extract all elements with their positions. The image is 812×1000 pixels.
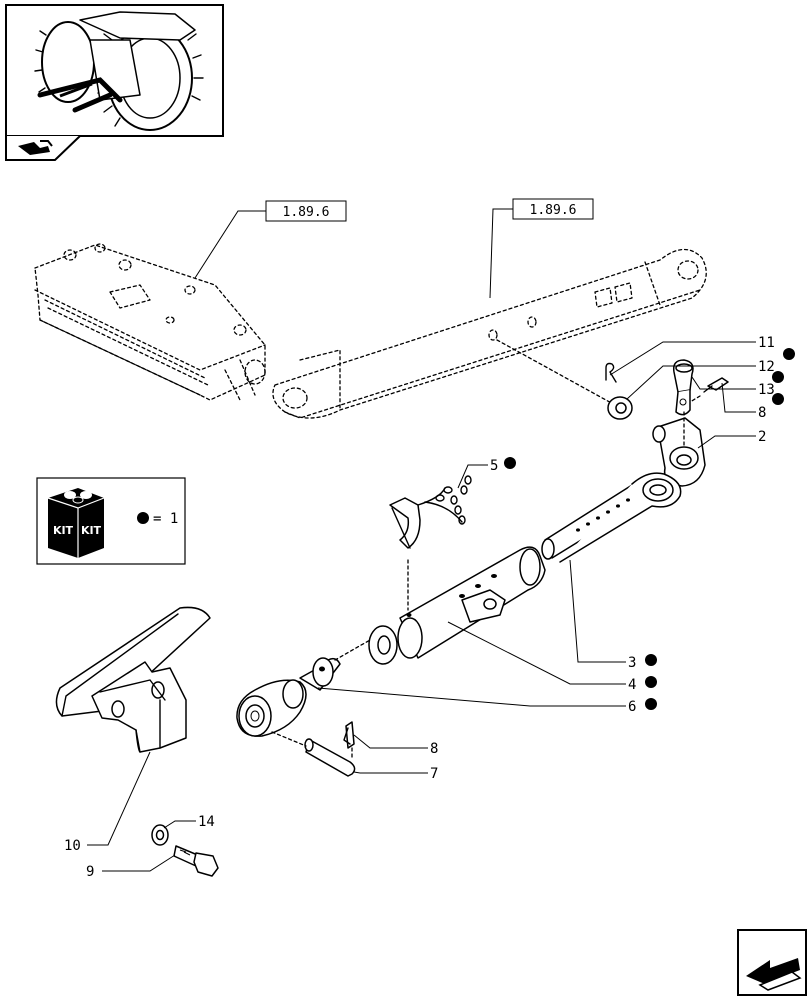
lower-link-arm-outline xyxy=(272,248,707,419)
thumbnail-tractor xyxy=(34,11,204,131)
callout-8-top[interactable]: 8 xyxy=(758,405,766,421)
kit-dot-4 xyxy=(645,676,657,688)
kit-dot-6 xyxy=(645,698,657,710)
assembly-center-line xyxy=(496,339,616,406)
part-9-bolt xyxy=(173,845,219,877)
kit-badge-left: KIT xyxy=(53,524,74,537)
kit-legend-dot xyxy=(137,512,149,524)
part-14-washer xyxy=(151,824,169,846)
callout-6[interactable]: 6 xyxy=(628,699,636,715)
reference-label-arm: 1.89.6 xyxy=(530,203,577,218)
callout-7[interactable]: 7 xyxy=(430,766,438,782)
part-3-turnbuckle-rod xyxy=(541,472,682,563)
part-4-tube xyxy=(368,546,546,665)
callout-5[interactable]: 5 xyxy=(490,458,498,474)
callout-10[interactable]: 10 xyxy=(64,838,81,854)
kit-dot-3 xyxy=(645,654,657,666)
kit-dot-13 xyxy=(783,348,795,360)
thumbnail-view[interactable] xyxy=(5,4,224,161)
book-arrow-icon xyxy=(18,140,53,155)
callout-14[interactable]: 14 xyxy=(198,814,215,830)
kit-legend: KIT KIT = 1 xyxy=(36,477,186,565)
callout-labels: 11 12 13 8 2 5 3 4 6 8 7 14 10 9 xyxy=(64,335,775,880)
callout-12[interactable]: 12 xyxy=(758,359,775,375)
kit-badge-right: KIT xyxy=(81,524,102,537)
callout-9[interactable]: 9 xyxy=(86,864,94,880)
part-6-ball-end xyxy=(236,639,371,737)
kit-indicator-dots xyxy=(504,348,795,710)
part-2-clevis xyxy=(652,411,706,487)
kit-dot-2 xyxy=(772,393,784,405)
previous-page-arrow-icon[interactable] xyxy=(737,929,807,996)
part-8-clip-bottom xyxy=(343,721,355,761)
callout-13[interactable]: 13 xyxy=(758,382,775,398)
kit-dot-5 xyxy=(504,457,516,469)
part-13-pin xyxy=(672,359,694,416)
reference-box-frame[interactable]: 1.89.6 xyxy=(194,200,347,279)
rear-frame-outline xyxy=(34,243,266,401)
callout-11[interactable]: 11 xyxy=(758,335,775,351)
part-10-bracket xyxy=(55,606,211,753)
part-7-pin xyxy=(271,731,356,777)
part-12-washer xyxy=(607,396,633,420)
callout-4[interactable]: 4 xyxy=(628,677,636,693)
reference-label-frame: 1.89.6 xyxy=(283,205,330,220)
leader-lines xyxy=(87,341,756,872)
callout-3[interactable]: 3 xyxy=(628,655,636,671)
part-5-lynch-pin-chain xyxy=(389,475,472,611)
callout-8-bottom[interactable]: 8 xyxy=(430,741,438,757)
kit-box-icon: KIT KIT xyxy=(47,488,105,558)
part-11-r-clip xyxy=(605,362,617,383)
reference-box-arm[interactable]: 1.89.6 xyxy=(489,198,594,299)
callout-2[interactable]: 2 xyxy=(758,429,766,445)
kit-dot-8-top xyxy=(772,371,784,383)
kit-legend-equals: = 1 xyxy=(153,511,178,527)
